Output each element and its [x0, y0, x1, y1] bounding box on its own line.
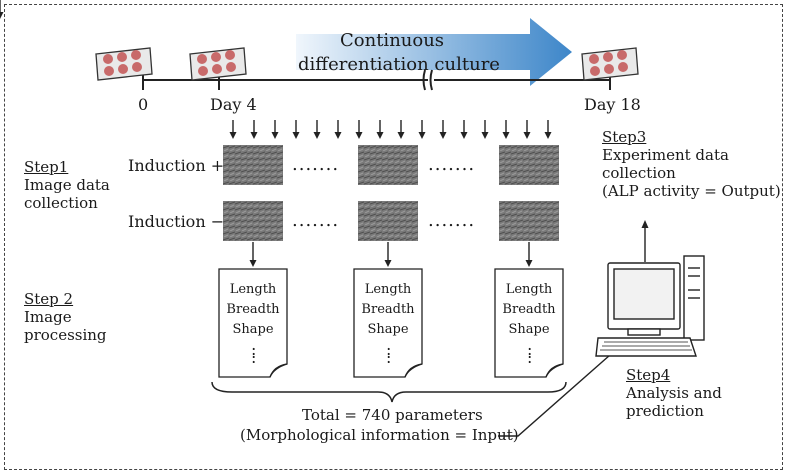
sampling-arrow [376, 120, 384, 139]
brace [211, 381, 567, 403]
cell-image-minus-3 [499, 201, 559, 241]
sampling-arrow [397, 120, 405, 139]
sampling-arrow [355, 120, 363, 139]
tick-label-day18: Day 18 [584, 95, 641, 114]
doc-outline [494, 268, 564, 378]
morphological-input: (Morphological information = Input) [240, 426, 519, 444]
sampling-arrow [250, 120, 258, 139]
culture-plate-day0 [95, 47, 153, 81]
cell-image-minus-1 [223, 201, 283, 241]
sampling-arrow [544, 120, 552, 139]
param-breadth: Breadth [361, 302, 415, 317]
param-ellipsis: :: [251, 340, 257, 367]
dots-minus-2: ....... [428, 210, 476, 231]
step4-title: Step4 [626, 366, 671, 384]
param-breadth: Breadth [226, 302, 280, 317]
dots-plus-1: ....... [292, 154, 340, 175]
parameter-doc-2: Length Breadth Shape :: [353, 268, 423, 378]
param-shape: Shape [232, 322, 274, 337]
param-ellipsis: :: [527, 340, 533, 367]
param-length: Length [505, 282, 553, 297]
computer-icon [595, 255, 705, 357]
step4-line1: Analysis and [626, 384, 722, 402]
cell-image-plus-2 [358, 145, 418, 185]
parameter-doc-1: Length Breadth Shape :: [218, 268, 288, 378]
dots-plus-2: ....... [428, 154, 476, 175]
sampling-arrow [481, 120, 489, 139]
doc-outline [353, 268, 423, 378]
tick-label-0: 0 [138, 95, 149, 114]
output-arrow [641, 220, 649, 262]
step3-line3: (ALP activity = Output) [602, 182, 781, 200]
step3-title: Step3 [602, 128, 647, 146]
param-ellipsis: :: [386, 340, 392, 367]
parameter-list: Length Breadth Shape [494, 280, 564, 340]
total-parameters: Total = 740 parameters [302, 406, 483, 424]
step4-line2: prediction [626, 402, 704, 420]
induction-plus-label: Induction + [128, 156, 225, 175]
sampling-arrow [460, 120, 468, 139]
step2-line1: Image [24, 308, 72, 326]
culture-plate-day4 [189, 47, 247, 81]
step1-line1: Image data [24, 176, 110, 194]
step3-line1: Experiment data [602, 146, 729, 164]
diagram-frame [4, 4, 783, 470]
param-shape: Shape [367, 322, 409, 337]
tick-label-day4: Day 4 [210, 95, 257, 114]
arrow-label-line2: differentiation culture [298, 54, 500, 75]
step1-title: Step1 [24, 158, 69, 176]
parameter-list: Length Breadth Shape [218, 280, 288, 340]
sampling-arrow [439, 120, 447, 139]
culture-arrow [296, 18, 572, 86]
input-connector [498, 354, 611, 437]
sampling-arrow [523, 120, 531, 139]
param-breadth: Breadth [502, 302, 556, 317]
step3-line2: collection [602, 164, 676, 182]
doc-outline [218, 268, 288, 378]
sampling-arrow [334, 120, 342, 139]
sampling-arrow [271, 120, 279, 139]
cell-image-plus-1 [223, 145, 283, 185]
cell-image-plus-3 [499, 145, 559, 185]
parameter-doc-3: Length Breadth Shape :: [494, 268, 564, 378]
culture-plate-day18 [581, 47, 639, 81]
sampling-arrow [418, 120, 426, 139]
sampling-arrow [292, 120, 300, 139]
dots-minus-1: ....... [292, 210, 340, 231]
step1-line2: collection [24, 194, 98, 212]
cell-image-minus-2 [358, 201, 418, 241]
sampling-arrow [313, 120, 321, 139]
param-shape: Shape [508, 322, 550, 337]
step2-title: Step 2 [24, 290, 74, 308]
step2-line2: processing [24, 326, 107, 344]
parameter-list: Length Breadth Shape [353, 280, 423, 340]
arrow-label-line1: Continuous [340, 30, 445, 51]
induction-minus-label: Induction − [128, 212, 225, 231]
cell-to-doc-arrows [249, 242, 533, 267]
param-length: Length [364, 282, 412, 297]
param-length: Length [229, 282, 277, 297]
sampling-arrows [0, 0, 4, 19]
sampling-arrow [229, 120, 237, 139]
sampling-arrow [502, 120, 510, 139]
